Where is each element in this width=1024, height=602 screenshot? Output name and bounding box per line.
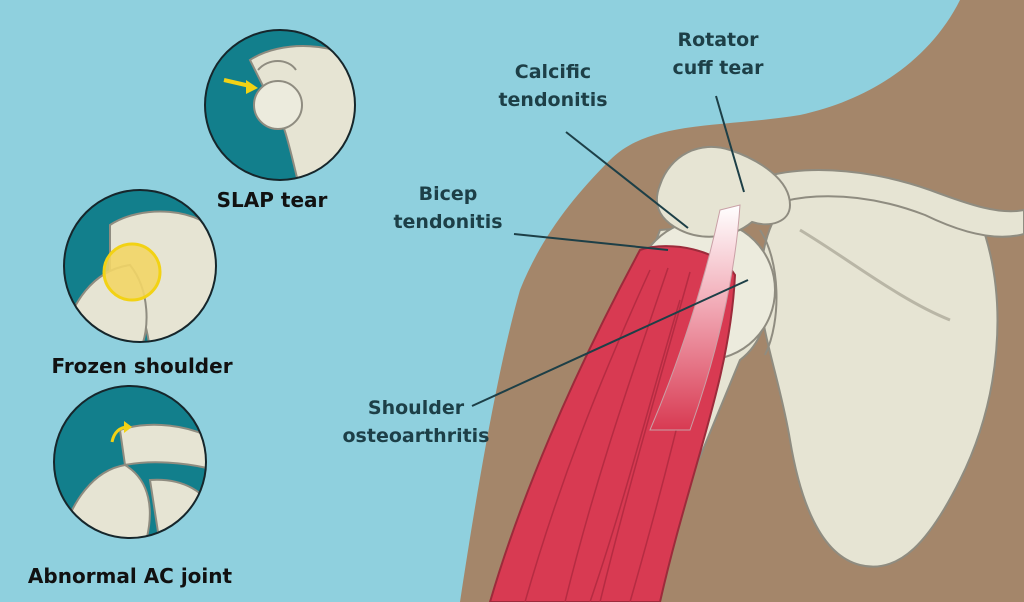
- scapula-spine: [799, 228, 951, 322]
- acromion-bone: [655, 145, 792, 238]
- label-rotator-line1: Rotator: [677, 29, 759, 51]
- arrow-icon: [223, 78, 258, 94]
- label-osteo-line1: Shoulder: [367, 397, 465, 419]
- label-rotator-cuff-tear: Rotator cuff tear: [673, 26, 764, 82]
- label-calcific-line2: tendonitis: [498, 89, 608, 111]
- inset-frozen-shoulder: [63, 189, 217, 343]
- label-calcific-tendonitis: Calcific tendonitis: [498, 58, 607, 114]
- label-rotator-line2: cuff tear: [672, 57, 764, 79]
- label-bicep-line1: Bicep: [418, 183, 478, 205]
- bicep-tendon: [649, 204, 741, 431]
- highlight-ring: [102, 242, 162, 302]
- inset-slap-tear: [204, 29, 356, 181]
- caption-frozen-shoulder: Frozen shoulder: [51, 354, 233, 378]
- label-shoulder-osteoarthritis: Shoulder osteoarthritis: [343, 394, 490, 450]
- caption-abnormal-ac-joint: Abnormal AC joint: [27, 564, 233, 588]
- caption-slap-tear: SLAP tear: [216, 188, 328, 212]
- inset-abnormal-ac-joint: [53, 385, 207, 539]
- label-bicep-tendonitis: Bicep tendonitis: [393, 180, 502, 236]
- leader-lines: [471, 95, 749, 407]
- clavicle-bone: [728, 169, 1024, 238]
- label-bicep-line2: tendonitis: [393, 211, 503, 233]
- glenoid: [759, 229, 778, 356]
- curved-arrow-icon: [110, 421, 132, 443]
- label-osteo-line2: osteoarthritis: [342, 425, 490, 447]
- label-calcific-line1: Calcific: [514, 61, 592, 83]
